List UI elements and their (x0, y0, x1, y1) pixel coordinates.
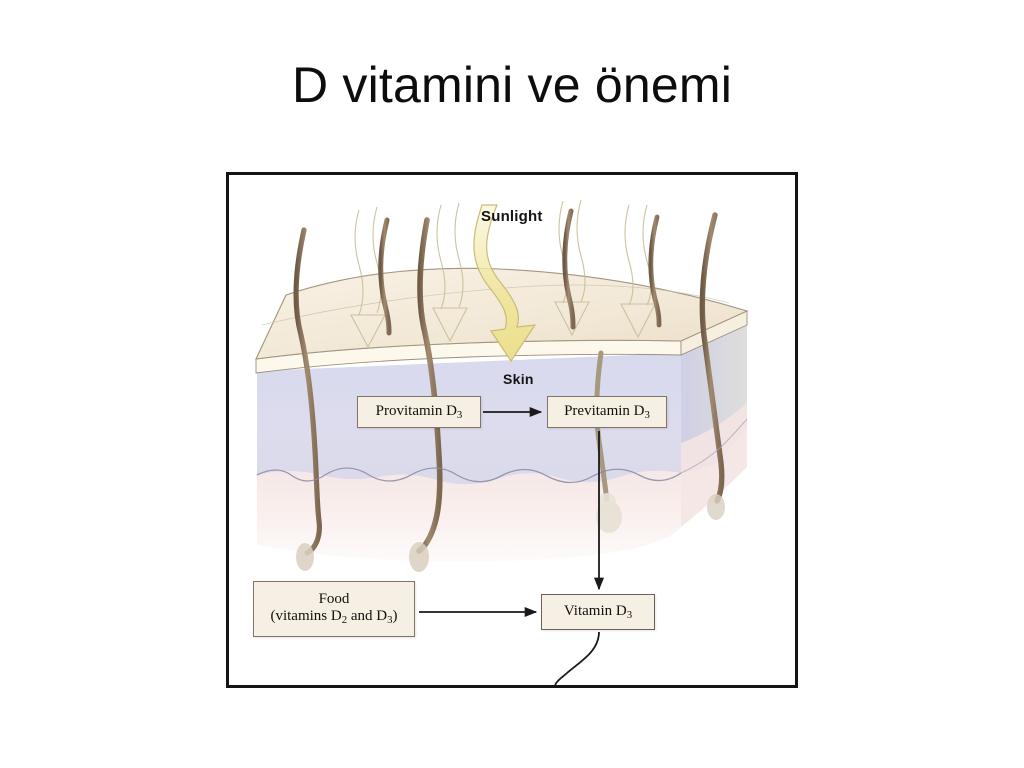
box-provitamin-subscript: 3 (456, 408, 463, 421)
box-food-sub-d2: 2 (341, 614, 348, 627)
hair-follicle-bulb-1 (296, 543, 314, 571)
box-vitamind3-subscript: 3 (626, 608, 633, 621)
sunbeam-wave-5 (624, 204, 634, 306)
box-vitamin-d3: Vitamin D3 (541, 594, 655, 630)
sunbeam-wave-5b (642, 204, 652, 306)
sunbeam-main-arrow (473, 204, 537, 363)
arrow-vitamind3-outgoing (554, 631, 600, 685)
sunbeam-wave-4b (576, 199, 586, 303)
box-food-line2-a: (vitamins D (270, 608, 342, 625)
box-vitamind3-text: Vitamin D (563, 602, 627, 619)
box-provitamin-d3: Provitamin D3 (357, 396, 481, 428)
sunbeam-wave-1 (354, 209, 364, 316)
sunbeam-wave-2b (454, 202, 464, 308)
box-previtamin-d3: Previtamin D3 (547, 396, 667, 428)
skin-surface-fold-line (261, 284, 730, 326)
hair-shaft-7 (699, 212, 725, 504)
hypodermis-right-face (681, 403, 747, 527)
box-previtamin-subscript: 3 (644, 408, 650, 421)
hair-follicle-neck-6 (598, 493, 616, 513)
sunbeam-wave-1b (372, 206, 382, 314)
sunbeam-wave-2 (436, 204, 446, 310)
hair-shaft-3 (378, 217, 392, 336)
hair-shaft-1 (293, 227, 322, 556)
hair-follicle-bulb-2 (409, 542, 429, 572)
figure-frame: Sunlight Skin Provitamin D3 Previtamin D… (226, 172, 798, 688)
box-food-line2-b: and D (347, 608, 388, 625)
sunbeam-arrowhead-5 (620, 303, 656, 339)
sunbeam-arrowhead-2 (432, 307, 468, 343)
hair-follicle-bulb-7 (707, 494, 725, 520)
dermis-hypodermis-boundary (256, 467, 682, 484)
hair-shaft-5 (648, 214, 662, 328)
box-food-line2: (vitamins D2 and D3) (270, 608, 397, 627)
box-food-sub-d3: 3 (387, 614, 393, 627)
skin-diagram-illustration (229, 175, 795, 685)
hair-shaft-4 (562, 208, 576, 330)
box-provitamin-text: Provitamin D (375, 402, 457, 419)
dermis-hypodermis-boundary-right (680, 418, 748, 474)
box-food: Food (vitamins D2 and D3) (253, 581, 415, 637)
page-title: D vitamini ve önemi (291, 57, 733, 113)
sunbeam-arrowhead-1 (350, 314, 386, 349)
box-food-line2-c: ) (392, 608, 398, 625)
hair-shaft-2 (416, 217, 443, 554)
box-food-line1: Food (318, 590, 350, 607)
box-previtamin-text: Previtamin D (564, 402, 645, 419)
